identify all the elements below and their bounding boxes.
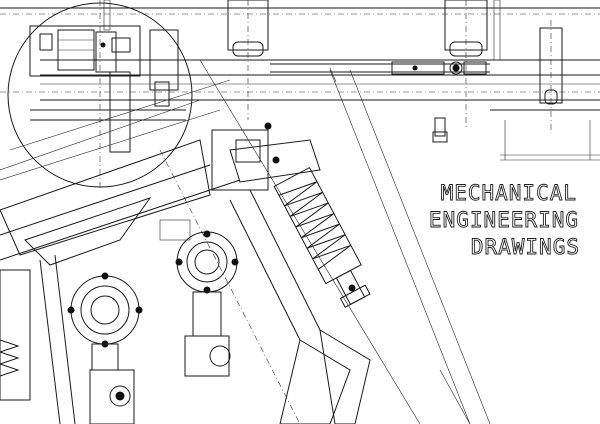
top-frame bbox=[0, 7, 600, 161]
title-line-2: ENGINEERING bbox=[429, 208, 579, 232]
bearing-disc-upper bbox=[175, 230, 239, 377]
rod-assembly bbox=[270, 61, 490, 75]
top-posts bbox=[103, 0, 563, 143]
title-line-1: MECHANICAL bbox=[441, 181, 577, 205]
hopper-chute bbox=[0, 79, 280, 266]
title-block: MECHANICAL ENGINEERING DRAWINGS bbox=[428, 181, 580, 260]
bearing-disc-lower bbox=[67, 272, 143, 424]
detail-circle bbox=[7, 0, 193, 190]
title-line-3: DRAWINGS bbox=[471, 235, 580, 259]
left-frame bbox=[0, 219, 191, 424]
dimension-lines bbox=[329, 67, 591, 424]
spring-damper bbox=[229, 139, 371, 308]
diagonal-arms bbox=[159, 59, 491, 424]
